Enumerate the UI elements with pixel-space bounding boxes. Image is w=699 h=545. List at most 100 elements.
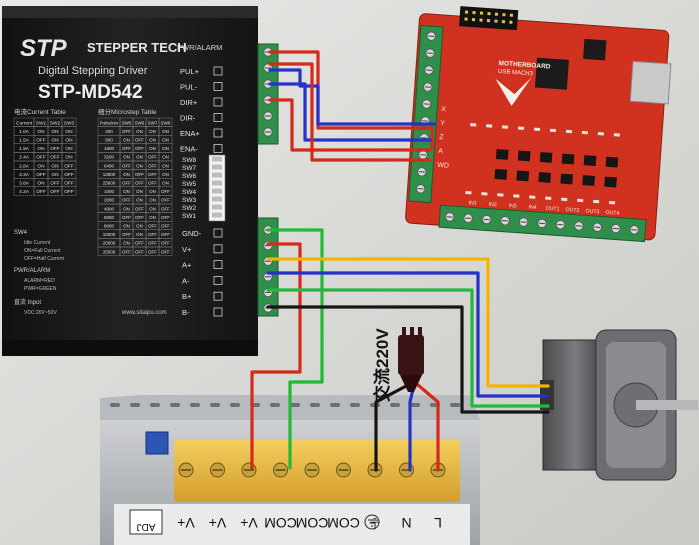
table-cell-text: ON	[149, 198, 156, 203]
signal-indicator	[213, 128, 223, 138]
ic-component	[604, 176, 617, 188]
table-cell-text: ON	[149, 129, 156, 134]
table-cell-text: ON	[51, 172, 59, 178]
wire-red	[268, 98, 432, 152]
table-cell-text: OFF	[50, 189, 60, 195]
table-cell-text: OFF	[122, 181, 131, 186]
dip-switch[interactable]	[212, 204, 222, 210]
voltage-adjust-pot[interactable]	[145, 431, 169, 455]
table-cell-text: OFF	[50, 181, 60, 187]
dip-switch[interactable]	[212, 156, 222, 162]
stepper-driver: STP STEPPER TECH Digital Stepping Driver…	[2, 6, 279, 356]
signal-label: DIR-	[180, 114, 196, 123]
table-cell-text: OFF	[36, 189, 46, 195]
board-io-label: IN2	[488, 202, 497, 209]
table-cell-text: OFF	[135, 138, 144, 143]
board-port-label: WD	[437, 162, 449, 170]
power-label: B-	[182, 308, 190, 317]
table-header: SW5	[122, 120, 132, 125]
dip-switch[interactable]	[212, 180, 222, 186]
table-cell-text: ON	[123, 206, 130, 211]
wire-blue	[268, 82, 432, 142]
board-io-label: OUT2	[565, 207, 579, 214]
input-value: VDC:20V~50V	[24, 310, 57, 316]
table-cell-text: OFF	[50, 155, 60, 161]
ic-component	[539, 152, 553, 163]
table-cell-text: ON	[51, 129, 59, 135]
table-cell-text: ON	[136, 224, 143, 229]
table-cell-text: OFF	[148, 249, 157, 254]
board-port-label: X	[441, 106, 446, 113]
table-cell-text: 2.4A	[19, 155, 30, 161]
bird-logo-icon	[495, 77, 532, 106]
signal-label: ENA-	[180, 145, 198, 154]
signal-label: PUL+	[180, 67, 200, 76]
dip-label: SW2	[182, 205, 196, 212]
table-cell-text: OFF	[135, 215, 144, 220]
table-cell-text: OFF	[148, 241, 157, 246]
table-cell-text: OFF	[36, 155, 46, 161]
power-indicator	[213, 291, 223, 301]
table-header: SW7	[148, 120, 158, 125]
ic-component	[605, 156, 619, 168]
table-cell-text: OFF	[122, 215, 131, 220]
table-cell-text: ON	[65, 146, 73, 152]
table-cell-text: OFF	[148, 155, 157, 160]
table-cell-text: ON	[51, 163, 59, 169]
signal-indicator	[213, 113, 223, 122]
microstep-table-title: 细分Microstep Table	[98, 107, 157, 116]
power-indicator	[213, 244, 223, 254]
table-cell-text: OFF	[122, 129, 131, 134]
table-cell-text: OFF	[64, 172, 74, 178]
board-io-label: OUT3	[585, 208, 599, 215]
table-cell-text: ON	[162, 138, 169, 143]
power-label: V+	[182, 245, 192, 254]
ic-component	[582, 175, 595, 186]
dip-switch[interactable]	[212, 212, 222, 218]
table-cell-text: 1.9A	[19, 146, 30, 152]
board-port-label: A	[438, 148, 443, 155]
wire-green	[266, 288, 550, 408]
table-cell-text: ON	[136, 155, 143, 160]
dip-switch[interactable]	[212, 196, 222, 202]
psu-terminal-label: COM	[327, 515, 360, 531]
signal-label: PUL-	[180, 83, 198, 92]
table-cell-text: ON	[136, 163, 143, 168]
table-cell-text: ON	[149, 138, 156, 143]
table-cell-text: OFF	[148, 181, 157, 186]
ic-component	[538, 172, 552, 183]
board-left-terminal[interactable]	[408, 24, 444, 204]
wire-blue	[266, 271, 550, 398]
usb-port[interactable]	[629, 60, 672, 105]
board-io-label: IN3	[508, 203, 517, 210]
table-cell-text: 25000	[103, 249, 116, 254]
dip-switch[interactable]	[212, 164, 222, 170]
power-label: B+	[182, 292, 192, 301]
table-cell-text: OFF	[50, 146, 60, 152]
table-cell-text: ON	[149, 146, 156, 151]
wire-blue	[268, 68, 436, 126]
dip-switch[interactable]	[212, 172, 222, 178]
power-labels: GND-V+A+A-B+B-	[182, 228, 223, 317]
signal-label: ENA+	[180, 129, 200, 138]
board-io-label: OUT1	[545, 206, 559, 213]
table-cell-text: ON	[123, 224, 130, 229]
table-cell-text: ON	[136, 129, 143, 134]
power-label: A-	[182, 276, 190, 285]
ic-component	[516, 170, 530, 182]
table-header: SW2	[50, 120, 61, 126]
dip-switch[interactable]	[212, 188, 222, 194]
table-cell-text: 4.2A	[19, 189, 30, 195]
table-cell-text: 4000	[104, 206, 115, 211]
table-cell-text: ON	[136, 198, 143, 203]
table-cell-text: OFF	[135, 241, 144, 246]
ic-component	[494, 168, 508, 180]
header-connector[interactable]	[459, 6, 519, 31]
table-cell-text: 1.0A	[19, 129, 30, 135]
board-io-label: IN1	[468, 200, 477, 207]
table-cell-text: OFF	[64, 189, 74, 195]
table-cell-text: 1.5A	[19, 138, 30, 144]
signal-label: DIR+	[180, 98, 198, 107]
